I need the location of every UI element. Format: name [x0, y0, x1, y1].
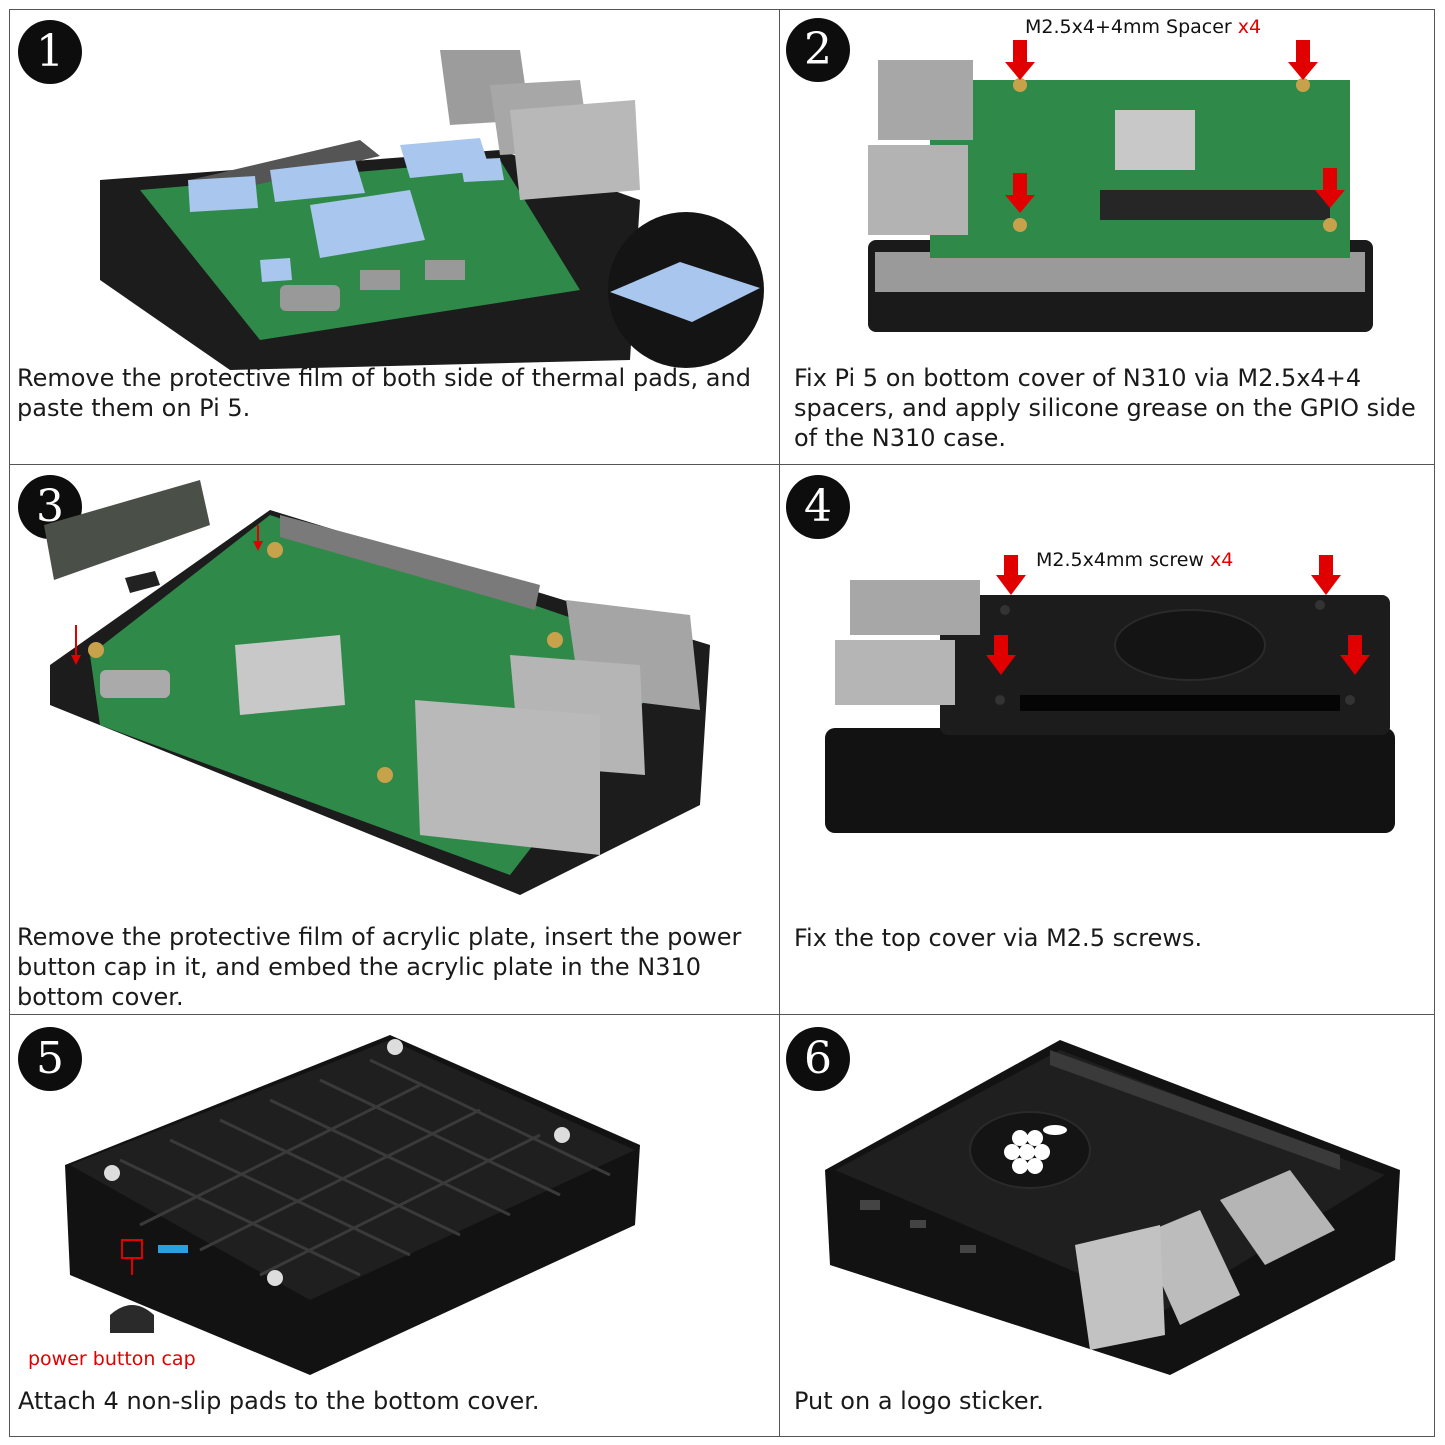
grid-divider-row2	[10, 1014, 1434, 1015]
step-6-panel: 6 Put on a logo sticker.	[780, 1015, 1436, 1438]
step-5-caption: Attach 4 non-slip pads to the bottom cov…	[18, 1387, 540, 1415]
step-4-callout-qty: x4	[1210, 549, 1234, 571]
step-4-callout-text: M2.5x4mm screw	[1036, 549, 1211, 571]
step-6-number-badge: 6	[786, 1027, 850, 1091]
step-1-photo-pi5-thermal-pads	[100, 50, 764, 370]
grid-divider-row1	[10, 464, 1434, 465]
step-1-panel: 1 Remove the protective film of both sid…	[10, 10, 779, 464]
step-4-panel: 4 M2.5x4mm screw x4 Fix the top cover vi…	[780, 465, 1436, 1014]
step-5-label-power-button-cap: power button cap	[28, 1348, 196, 1370]
step-2-callout-text: M2.5x4+4mm Spacer	[1025, 16, 1238, 38]
step-5-number-badge: 5	[18, 1027, 82, 1091]
step-6-caption: Put on a logo sticker.	[794, 1387, 1044, 1415]
step-4-number-badge: 4	[786, 475, 850, 539]
step-1-caption: Remove the protective film of both side …	[17, 364, 751, 422]
step-2-photo-pi5-on-bottom-cover	[868, 40, 1373, 332]
instruction-grid: 1 Remove the protective film of both sid…	[9, 9, 1435, 1437]
step-4-photo-top-cover-screws	[825, 555, 1395, 833]
step-3-panel: 3 Remove the protective film of acrylic …	[10, 465, 779, 1014]
step-2-number-badge: 2	[786, 18, 850, 82]
step-4-callout-screw: M2.5x4mm screw x4	[1036, 549, 1233, 571]
step-5-panel: 5 power button cap	[10, 1015, 779, 1438]
step-5-photo-bottom-cover-pads	[65, 1035, 640, 1375]
step-2-caption: Fix Pi 5 on bottom cover of N310 via M2.…	[794, 364, 1416, 452]
step-2-callout-spacer: M2.5x4+4mm Spacer x4	[1025, 16, 1261, 38]
step-3-photo-acrylic-plate-insert	[44, 480, 710, 895]
step-1-number-badge: 1	[18, 20, 82, 84]
step-3-caption: Remove the protective film of acrylic pl…	[17, 923, 742, 1011]
grid-divider-vertical	[779, 10, 780, 1436]
raspberry-logo-icon	[1004, 1125, 1067, 1174]
step-4-caption: Fix the top cover via M2.5 screws.	[794, 924, 1203, 952]
step-2-panel: 2 M2.5x4+4mm Spacer x4 Fix Pi 5 on botto…	[780, 10, 1436, 464]
step-6-photo-finished-case-logo	[825, 1040, 1400, 1375]
step-2-callout-qty: x4	[1237, 16, 1262, 38]
